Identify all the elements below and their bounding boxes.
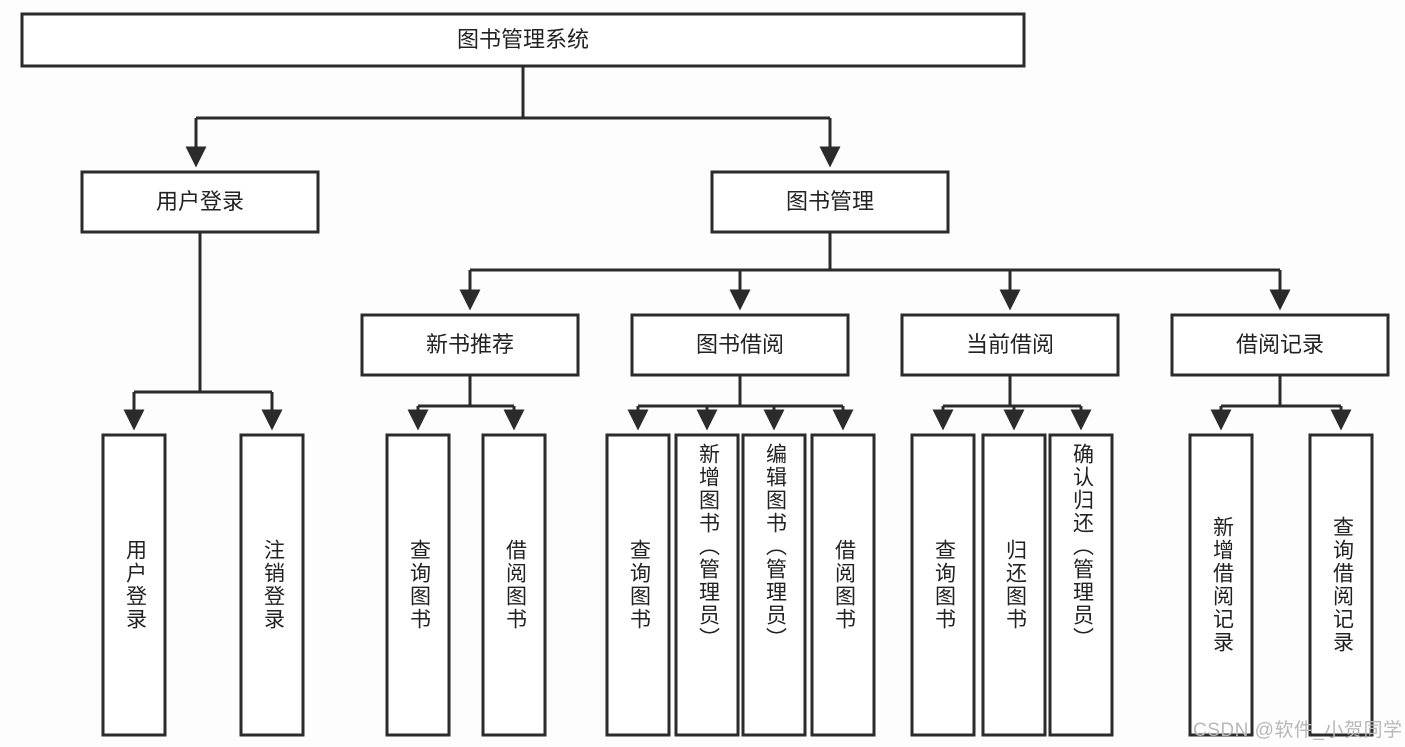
node-current-borrow-box[interactable] [900, 313, 1120, 377]
leaf-box-return-book[interactable] [981, 433, 1047, 737]
leaf-box-query-book-current[interactable] [910, 433, 976, 737]
leaf-box-query-borrow-record[interactable] [1308, 433, 1374, 737]
leaf-box-borrow-book[interactable] [810, 433, 876, 737]
connector-group-borrow-children [627, 375, 854, 431]
leaf-box-query-book-recommend[interactable] [385, 433, 451, 737]
connector-group-newbook-children [407, 375, 525, 431]
node-book-borrow[interactable]: 图书借阅 [630, 313, 850, 377]
node-borrow-record[interactable]: 借阅记录 [1170, 313, 1390, 377]
node-user-login-label: 用户登录 [156, 189, 244, 214]
connector-group-current-children [932, 375, 1092, 431]
node-book-manage-box[interactable] [710, 170, 950, 234]
connector-group-bookmanage-children [459, 232, 1291, 311]
node-borrow-record-box[interactable] [1170, 313, 1390, 377]
node-root[interactable]: 图书管理系统 [20, 12, 1026, 68]
node-borrow-record-label: 借阅记录 [1236, 332, 1324, 357]
watermark-text: CSDN @软件_小贺同学 [1193, 720, 1403, 741]
node-current-borrow-label: 当前借阅 [966, 332, 1054, 357]
node-root-box[interactable] [20, 12, 1026, 68]
node-book-manage-label: 图书管理 [786, 189, 874, 214]
node-new-book-recommend-box[interactable] [360, 313, 580, 377]
leaf-box-group [101, 433, 1374, 737]
leaf-box-logout-login[interactable] [239, 433, 305, 737]
node-book-borrow-label: 图书借阅 [696, 332, 784, 357]
leaf-box-add-borrow-record[interactable] [1188, 433, 1254, 737]
leaf-box-query-book-borrow[interactable] [605, 433, 671, 737]
node-new-book-recommend-label: 新书推荐 [426, 332, 514, 357]
leaf-box-borrow-book-recommend[interactable] [481, 433, 547, 737]
leaf-box-add-book-admin[interactable] [674, 433, 740, 737]
node-book-manage[interactable]: 图书管理 [710, 170, 950, 234]
connector-group-userlogin-children [123, 232, 283, 431]
node-user-login-box[interactable] [80, 170, 320, 234]
leaf-box-edit-book-admin[interactable] [741, 433, 807, 737]
node-user-login[interactable]: 用户登录 [80, 170, 320, 234]
node-new-book-recommend[interactable]: 新书推荐 [360, 313, 580, 377]
node-current-borrow[interactable]: 当前借阅 [900, 313, 1120, 377]
leaf-box-user-login[interactable] [101, 433, 167, 737]
node-root-label: 图书管理系统 [457, 27, 589, 52]
node-book-borrow-box[interactable] [630, 313, 850, 377]
connector-group-record-children [1210, 375, 1352, 431]
connector-group-root-to-level2 [185, 66, 841, 168]
leaf-box-confirm-return-admin[interactable] [1048, 433, 1114, 737]
